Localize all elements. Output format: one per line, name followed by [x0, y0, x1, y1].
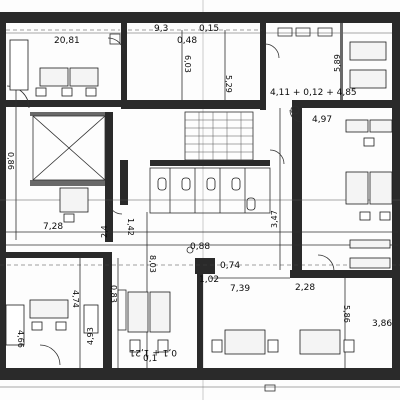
dim-label: 0,1: [143, 354, 157, 364]
dim-label: 4,97: [312, 115, 332, 125]
dim-label: 3,86: [372, 319, 392, 329]
dim-label: 4,11 + 0,12 + 4,85: [270, 88, 357, 98]
dim-label: 0,83: [109, 285, 118, 303]
outer-walls: [0, 12, 400, 380]
dim-label: 3,47: [270, 210, 279, 228]
dimension-lines: [0, 29, 400, 368]
dim-label: 5,89: [333, 54, 342, 72]
furniture-bottom: [5, 187, 355, 355]
dim-label: 0,74: [220, 261, 240, 271]
interior-walls: [6, 23, 392, 368]
dim-label: 7,28: [43, 222, 63, 232]
furniture-right: [345, 41, 393, 269]
dim-label: 2,28: [295, 283, 315, 293]
dim-label: 1,02: [199, 275, 219, 285]
furniture-top-left: [9, 39, 99, 97]
wc-block: [149, 167, 271, 214]
plan-markers: [109, 27, 333, 392]
dim-label: 0,1 + 1,21: [129, 347, 177, 357]
dim-label: 9,3: [154, 24, 168, 34]
elevator-shaft: [32, 115, 106, 181]
staircase: [184, 111, 254, 161]
dim-label: 0,88: [190, 242, 210, 252]
dim-label: 5,29: [224, 75, 233, 93]
dim-label: 5,86: [342, 305, 351, 323]
dimension-labels: 20,81 9,3 0,48 0,15 5,29 4,11 + 0,12 + 4…: [6, 24, 392, 364]
dim-label: 0,86: [6, 152, 15, 170]
dim-label: 7,39: [230, 284, 250, 294]
dim-label: 6,03: [183, 55, 192, 73]
dim-label: 4,74: [71, 290, 80, 308]
dim-label: 4,66: [16, 330, 25, 348]
dim-label: 1,42: [126, 218, 135, 236]
dim-label: 4,93: [86, 327, 95, 345]
dim-label: 2,4: [100, 225, 109, 238]
dim-label: 8,03: [148, 255, 157, 273]
dim-label: 20,81: [54, 36, 80, 46]
dim-label: 0,15: [199, 24, 219, 34]
dim-label: 0,48: [177, 36, 197, 46]
